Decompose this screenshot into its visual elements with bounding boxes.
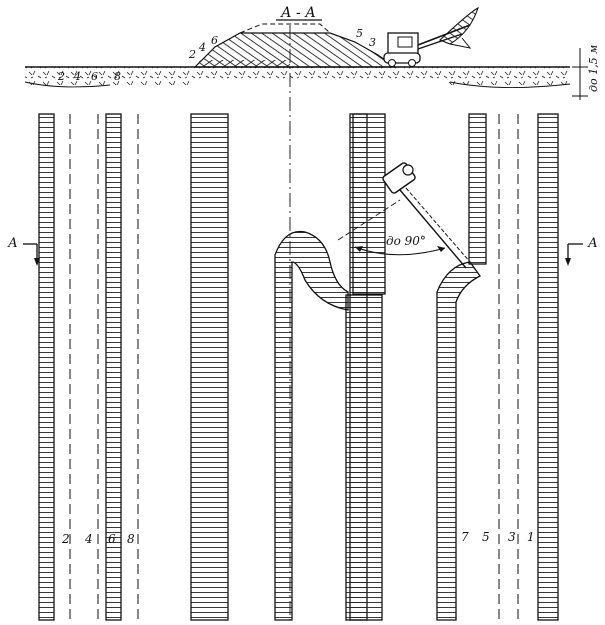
turn-left-branch (274, 230, 349, 621)
angle-label: до 90° (386, 234, 426, 248)
section-title: А - А (280, 5, 316, 21)
strip-centre-lower (345, 294, 383, 621)
swing-arc (354, 246, 446, 256)
strip-num-4: 4 (84, 532, 93, 546)
strip-centre-upper (352, 113, 386, 295)
cut-marker-right: А (565, 236, 598, 266)
ground-label-2: 2 (57, 70, 65, 83)
strip-num-5: 5 (482, 530, 490, 544)
layer-label-3: 3 (369, 36, 376, 49)
ground-label-4: 4 (73, 70, 81, 83)
mound-top-layer (239, 23, 331, 34)
soil-right (445, 67, 570, 85)
arc-arrow-right (437, 246, 445, 252)
mound-left-band (196, 60, 290, 67)
strip-num-3: 3 (508, 530, 516, 544)
strip-num-6: 6 (108, 532, 116, 546)
layer-label-2: 2 (188, 48, 196, 61)
ground-bottom-right (449, 81, 571, 89)
strip-1-right (537, 113, 559, 621)
turn-right-branch (436, 261, 481, 621)
cut-label-left: А (7, 236, 18, 251)
strip-num-8: 8 (127, 532, 135, 546)
cross-section: А - А 2 4 6 5 3 2 4 6 8 (24, 5, 600, 100)
depth-label: до 1,5 м (587, 45, 600, 92)
strip-num-2: 2 (61, 532, 70, 546)
strip-num-7: 7 (461, 530, 469, 544)
layer-label-5: 5 (356, 27, 363, 40)
strip-num-1: 1 (527, 530, 535, 544)
excavator-plan (382, 162, 471, 269)
soil-left (25, 67, 195, 85)
layer-label-6: 6 (211, 34, 218, 47)
ground-label-6: 6 (91, 70, 98, 83)
ground-label-8: 8 (114, 70, 121, 83)
arc-arrow-left (355, 246, 363, 252)
strip-right-upper (468, 113, 487, 265)
cut-label-right: А (587, 236, 598, 251)
strip-1-left (38, 113, 55, 621)
cut-marker-left: А (7, 236, 40, 266)
soil-under-mound (195, 67, 445, 79)
strip-5-left (190, 113, 229, 621)
strip-3-left (105, 113, 122, 621)
plan-view: до 90° А А 2 4 6 8 7 5 3 1 (7, 25, 598, 621)
layer-label-4: 4 (198, 41, 206, 54)
ground-bottom-left (24, 81, 111, 88)
angle-ray-left (337, 199, 401, 241)
excavator-section (383, 6, 479, 67)
